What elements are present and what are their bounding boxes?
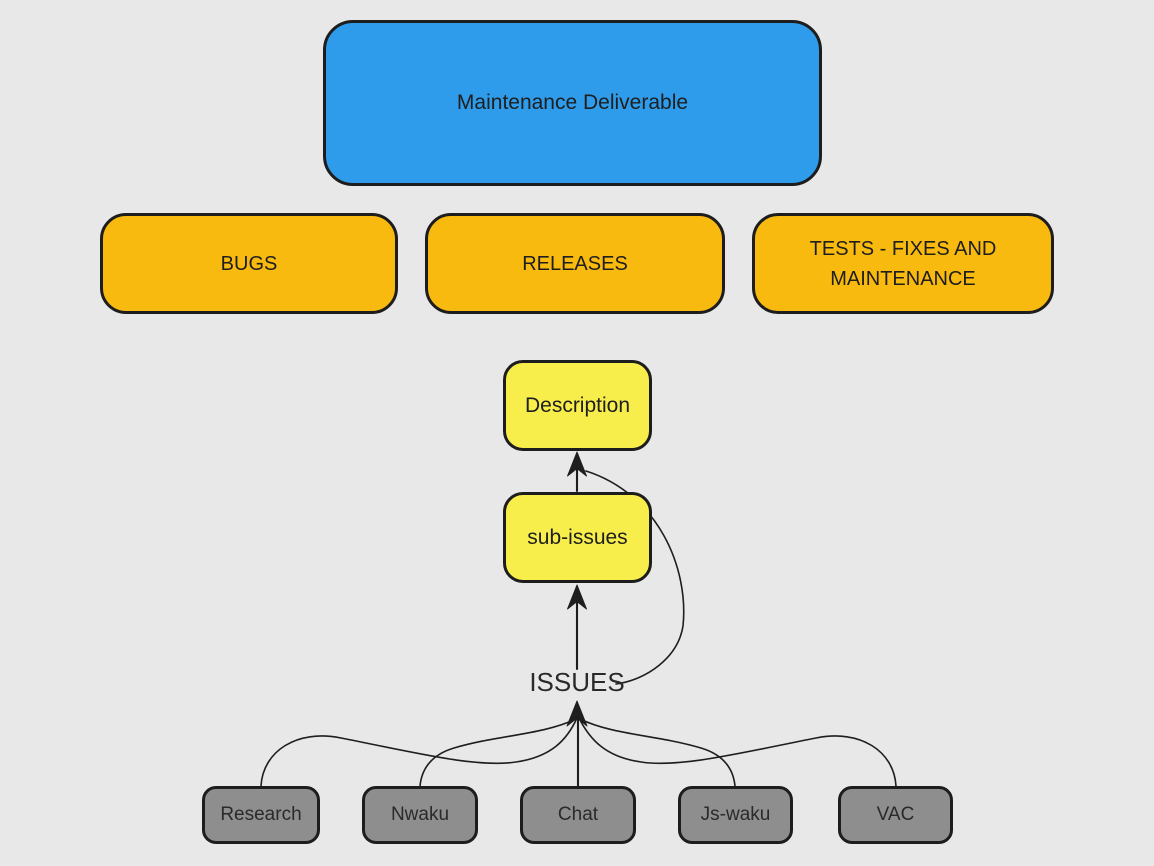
node-tests-fixes-maintenance[interactable]: TESTS - FIXES AND MAINTENANCE bbox=[752, 213, 1054, 314]
edge-nwaku-issues bbox=[419, 718, 577, 787]
node-issues[interactable]: ISSUES bbox=[502, 666, 652, 698]
arrowhead-sub-issues-icon bbox=[567, 584, 587, 610]
node-nwaku[interactable]: Nwaku bbox=[362, 786, 478, 844]
node-vac[interactable]: VAC bbox=[838, 786, 953, 844]
node-research[interactable]: Research bbox=[202, 786, 320, 844]
edge-vac-issues bbox=[578, 717, 897, 787]
node-label: Nwaku bbox=[390, 803, 450, 825]
edge-research-issues bbox=[260, 717, 578, 787]
node-js-waku[interactable]: Js-waku bbox=[678, 786, 793, 844]
node-label: ISSUES bbox=[529, 667, 625, 697]
node-label: VAC bbox=[876, 803, 915, 825]
arrowhead-description-icon bbox=[567, 451, 587, 477]
node-maintenance-deliverable[interactable]: Maintenance Deliverable bbox=[323, 20, 822, 186]
node-description[interactable]: Description bbox=[503, 360, 652, 451]
node-label: RELEASES bbox=[522, 252, 628, 275]
node-label: Description bbox=[524, 393, 631, 417]
edge-js-waku-issues bbox=[579, 718, 736, 787]
node-releases[interactable]: RELEASES bbox=[425, 213, 725, 314]
node-label: Chat bbox=[557, 803, 599, 825]
node-label: sub-issues bbox=[527, 525, 628, 549]
node-sub-issues[interactable]: sub-issues bbox=[503, 492, 652, 583]
node-bugs[interactable]: BUGS bbox=[100, 213, 398, 314]
node-label: BUGS bbox=[220, 252, 278, 275]
node-label: Research bbox=[220, 803, 302, 825]
node-label: Js-waku bbox=[700, 803, 771, 825]
node-chat[interactable]: Chat bbox=[520, 786, 636, 844]
node-label: Maintenance Deliverable bbox=[456, 91, 689, 115]
node-label: TESTS - FIXES AND MAINTENANCE bbox=[809, 237, 997, 290]
